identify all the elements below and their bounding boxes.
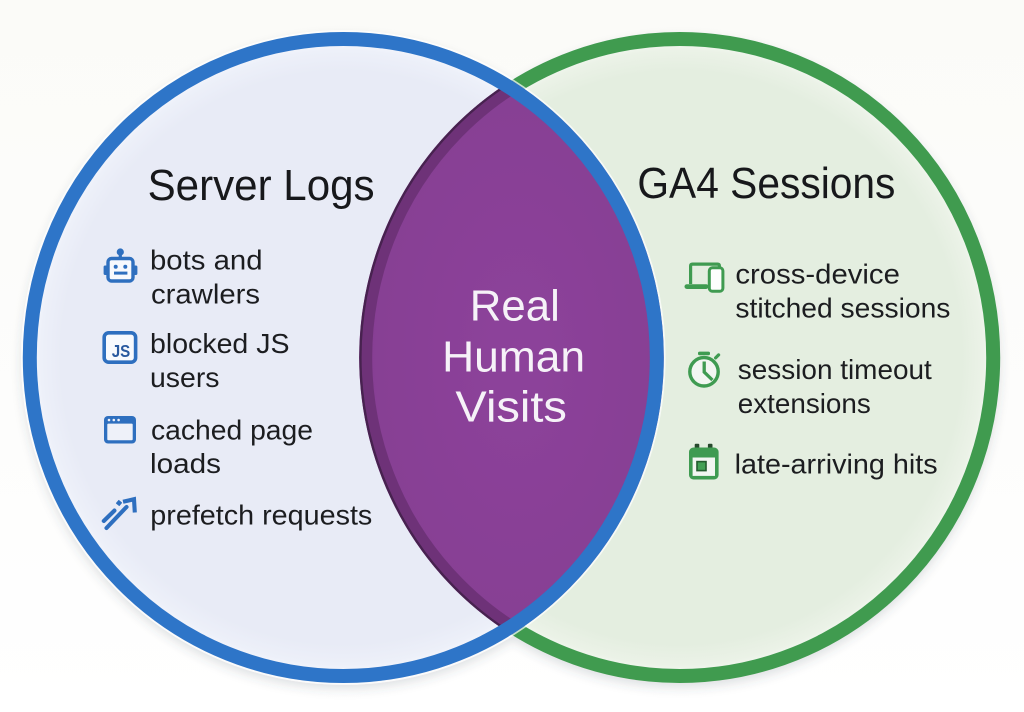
- svg-text:late-arriving hits: late-arriving hits: [735, 449, 938, 480]
- svg-text:extensions: extensions: [738, 388, 871, 419]
- svg-text:users: users: [150, 362, 220, 393]
- svg-text:Real: Real: [470, 282, 560, 331]
- svg-text:prefetch requests: prefetch requests: [150, 499, 372, 530]
- svg-text:GA4 Sessions: GA4 Sessions: [637, 159, 895, 208]
- svg-text:blocked JS: blocked JS: [150, 328, 290, 359]
- svg-text:bots and: bots and: [150, 244, 263, 275]
- svg-text:cached page: cached page: [151, 414, 313, 445]
- svg-text:Visits: Visits: [455, 383, 567, 432]
- svg-text:Human: Human: [442, 333, 585, 382]
- svg-text:loads: loads: [150, 448, 221, 479]
- svg-text:crawlers: crawlers: [151, 278, 260, 309]
- svg-text:session timeout: session timeout: [738, 354, 932, 385]
- svg-text:stitched sessions: stitched sessions: [735, 292, 950, 323]
- svg-text:JS: JS: [112, 341, 131, 361]
- svg-text:Server Logs: Server Logs: [148, 161, 375, 210]
- svg-text:cross-device: cross-device: [735, 259, 900, 290]
